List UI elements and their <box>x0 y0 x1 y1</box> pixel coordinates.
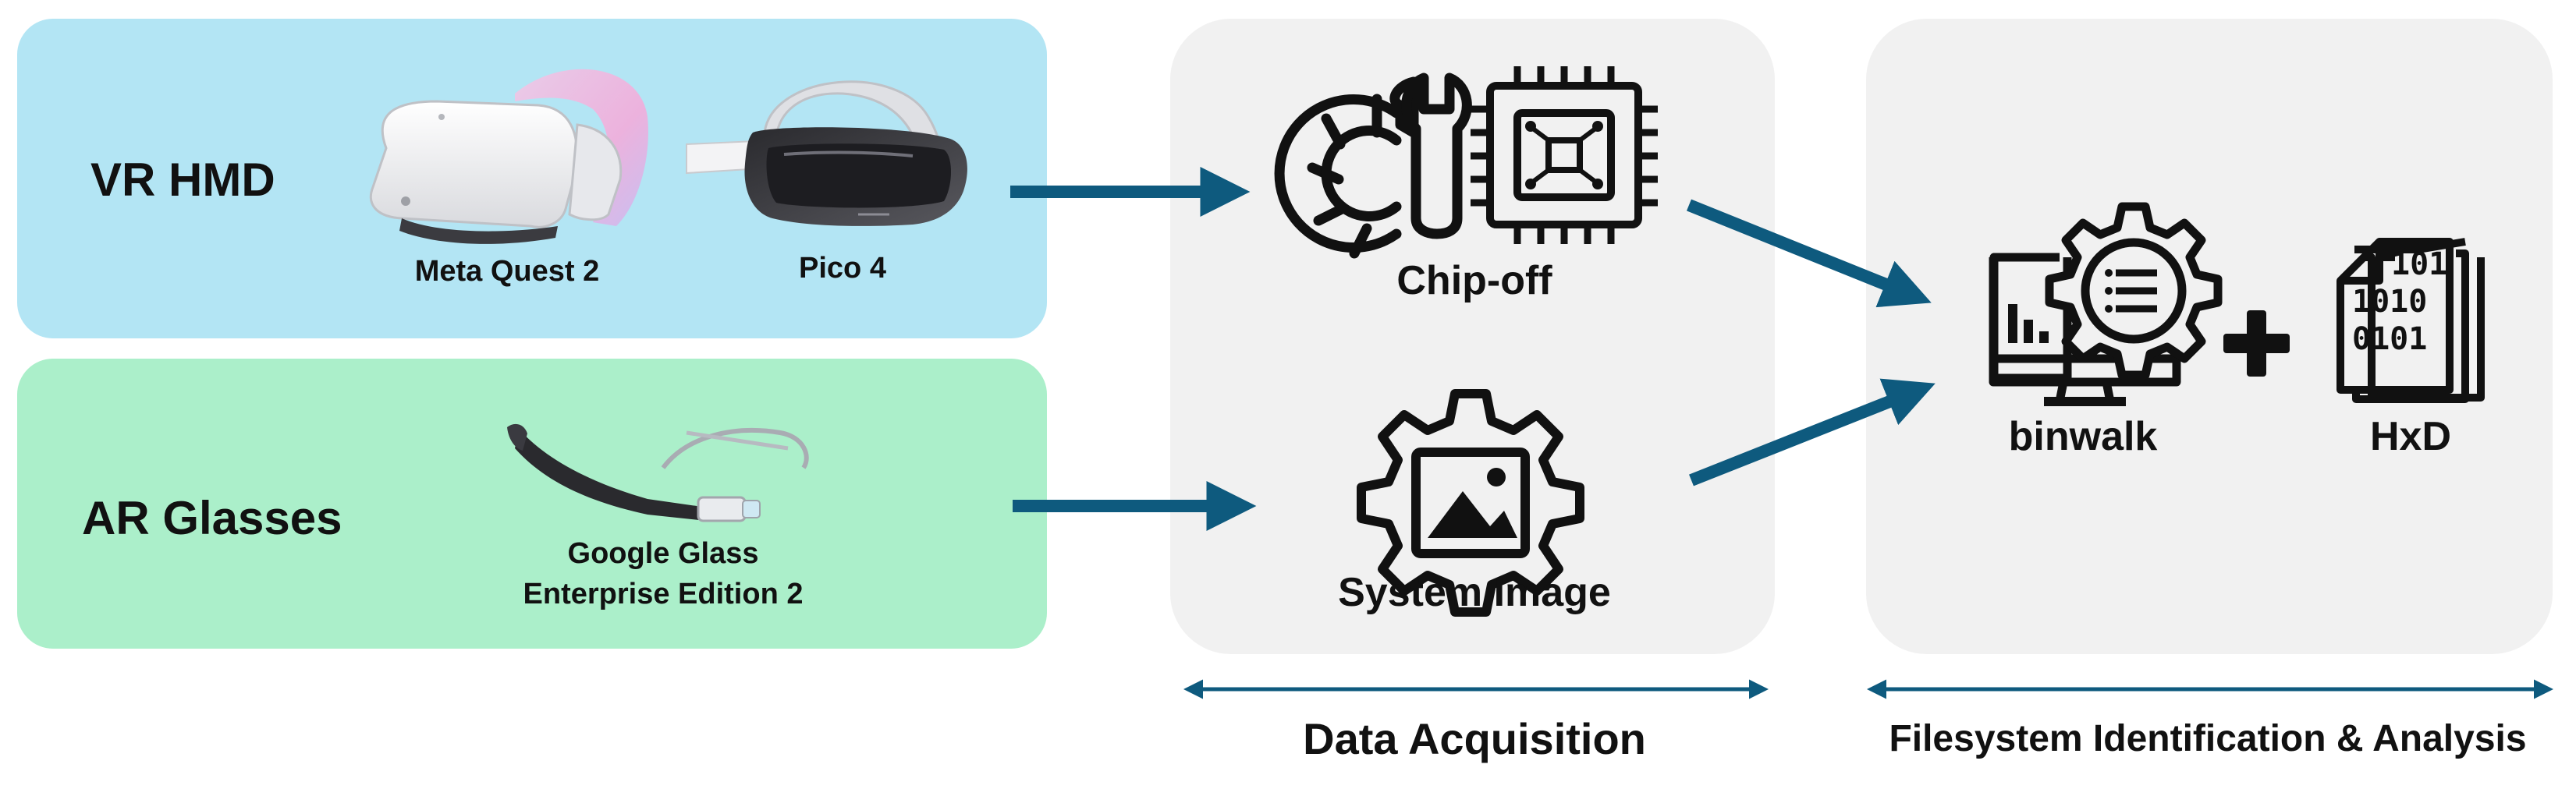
svg-text:0101: 0101 <box>2352 321 2427 357</box>
svg-text:1010: 1010 <box>2352 284 2427 320</box>
row-label-vr-hmd: VR HMD <box>90 154 275 206</box>
method-label-system-image: System Image <box>1338 570 1611 615</box>
device-label-meta-quest-2: Meta Quest 2 <box>414 255 600 288</box>
device-label-google-glass-line2: Enterprise Edition 2 <box>523 578 804 610</box>
method-label-chip-off: Chip-off <box>1396 258 1552 303</box>
row-label-ar-glasses: AR Glasses <box>82 492 342 544</box>
gear-wrench-icon <box>1274 73 1472 259</box>
device-label-google-glass-line1: Google Glass <box>567 537 759 570</box>
arrow-systemimage-to-binwalk <box>1689 378 1936 486</box>
filesystem-analysis-panel <box>1866 19 2553 654</box>
svg-text:101: 101 <box>2391 246 2447 282</box>
ar-glasses-panel <box>17 359 1047 649</box>
meta-quest-2-image <box>369 69 648 244</box>
binary-file-icon <box>2336 238 2485 403</box>
flow-arrows <box>1010 167 1936 531</box>
tool-label-binwalk: binwalk <box>2008 414 2158 459</box>
data-acquisition-panel <box>1170 19 1775 654</box>
binary-digits: 101 1010 0101 <box>2352 246 2447 357</box>
plus-icon <box>2223 310 2290 377</box>
stage-label-filesystem-analysis: Filesystem Identification & Analysis <box>1889 718 2527 759</box>
monitor-gear-icon <box>1989 202 2223 406</box>
chip-icon <box>1471 66 1658 244</box>
google-glass-image <box>507 423 809 522</box>
arrow-chipoff-to-binwalk <box>1687 199 1932 308</box>
tool-label-hxd: HxD <box>2369 414 2452 459</box>
pico-4-image <box>686 80 967 226</box>
device-label-pico-4: Pico 4 <box>799 252 886 285</box>
stage-label-data-acquisition: Data Acquisition <box>1303 714 1646 763</box>
gear-image-icon <box>1357 389 1584 617</box>
